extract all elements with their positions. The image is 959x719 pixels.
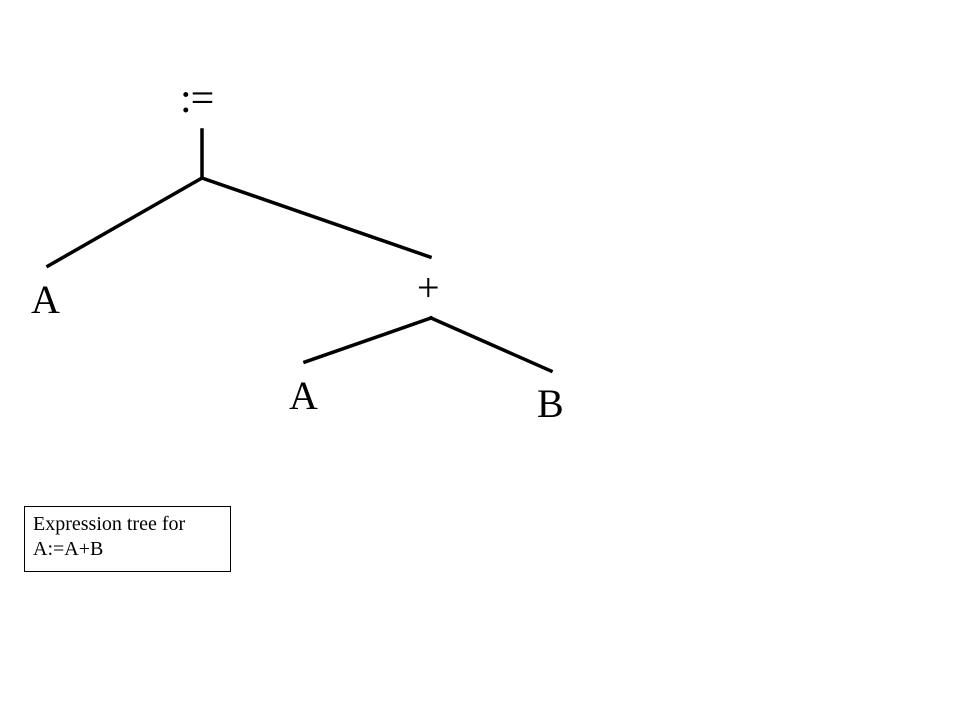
node-assign-operator: :=	[180, 76, 214, 122]
node-variable-a-left: A	[31, 277, 60, 322]
node-variable-a-right: A	[289, 373, 318, 418]
edge-plus-to-a	[302, 315, 434, 365]
edge-plus-to-b	[428, 315, 554, 374]
caption-line-1: Expression tree for	[33, 513, 186, 535]
caption-line-2: A:=A+B	[33, 538, 104, 560]
edge-root-to-plus	[199, 175, 433, 260]
edge-root-to-a	[45, 175, 205, 269]
node-plus-operator: +	[417, 265, 440, 310]
caption-box: Expression tree for A:=A+B	[24, 506, 231, 572]
node-variable-b: B	[537, 381, 564, 426]
